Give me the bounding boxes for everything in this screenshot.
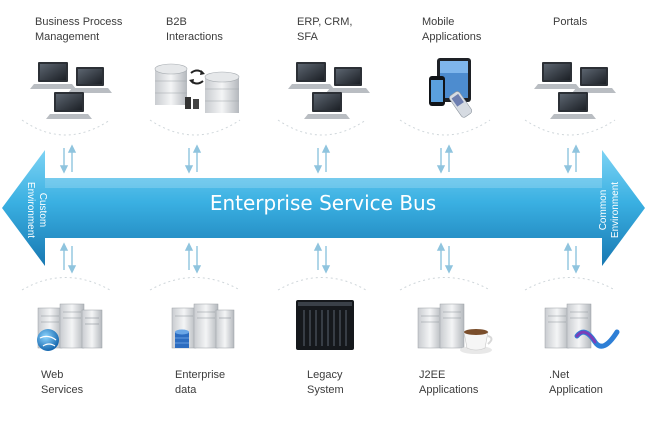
node-label-j2ee: J2EE Applications <box>419 369 479 396</box>
laptops-icon <box>288 62 370 119</box>
node-label-legacy-system: Legacy System <box>307 369 344 396</box>
database-server-icon <box>171 303 235 349</box>
connector-top-5 <box>563 144 581 174</box>
java-server-icon <box>417 303 493 354</box>
node-label-b2b: B2B Interactions <box>166 16 223 43</box>
node-label-web-services: Web Services <box>41 369 84 396</box>
laptops-icon <box>534 62 616 119</box>
bus-highlight <box>45 178 602 188</box>
laptops-icon <box>30 62 112 119</box>
top-arcs <box>21 119 616 291</box>
bus-arrow <box>2 150 645 266</box>
mobile-devices-icon <box>429 58 473 118</box>
node-label-mobile: Mobile Applications <box>422 16 482 43</box>
database-exchange-icon <box>154 63 240 113</box>
node-label-business-process: Business Process Management <box>35 16 123 43</box>
connector-top-4 <box>436 144 454 174</box>
connector-bottom-3 <box>313 242 331 274</box>
node-label-enterprise-data: Enterprise data <box>175 369 226 396</box>
node-label-portals: Portals <box>553 16 588 28</box>
connector-bottom-2 <box>184 242 202 274</box>
connector-bottom-1 <box>59 242 77 274</box>
node-label-dotnet: .Net Application <box>549 369 603 396</box>
dotnet-server-icon <box>544 303 620 349</box>
connector-bottom-5 <box>563 242 581 274</box>
connector-top-3 <box>313 144 331 174</box>
connector-top-2 <box>184 144 202 174</box>
common-environment-label: Common Environment <box>598 181 621 239</box>
connector-bottom-4 <box>436 242 454 274</box>
connector-top-1 <box>59 144 77 174</box>
connectors <box>59 144 581 274</box>
bus-title: Enterprise Service Bus <box>209 191 437 215</box>
mainframe-icon <box>296 300 354 350</box>
web-server-icon <box>37 303 103 351</box>
node-label-erp: ERP, CRM, SFA <box>297 16 353 43</box>
custom-environment-label: Custom Environment <box>25 181 48 239</box>
